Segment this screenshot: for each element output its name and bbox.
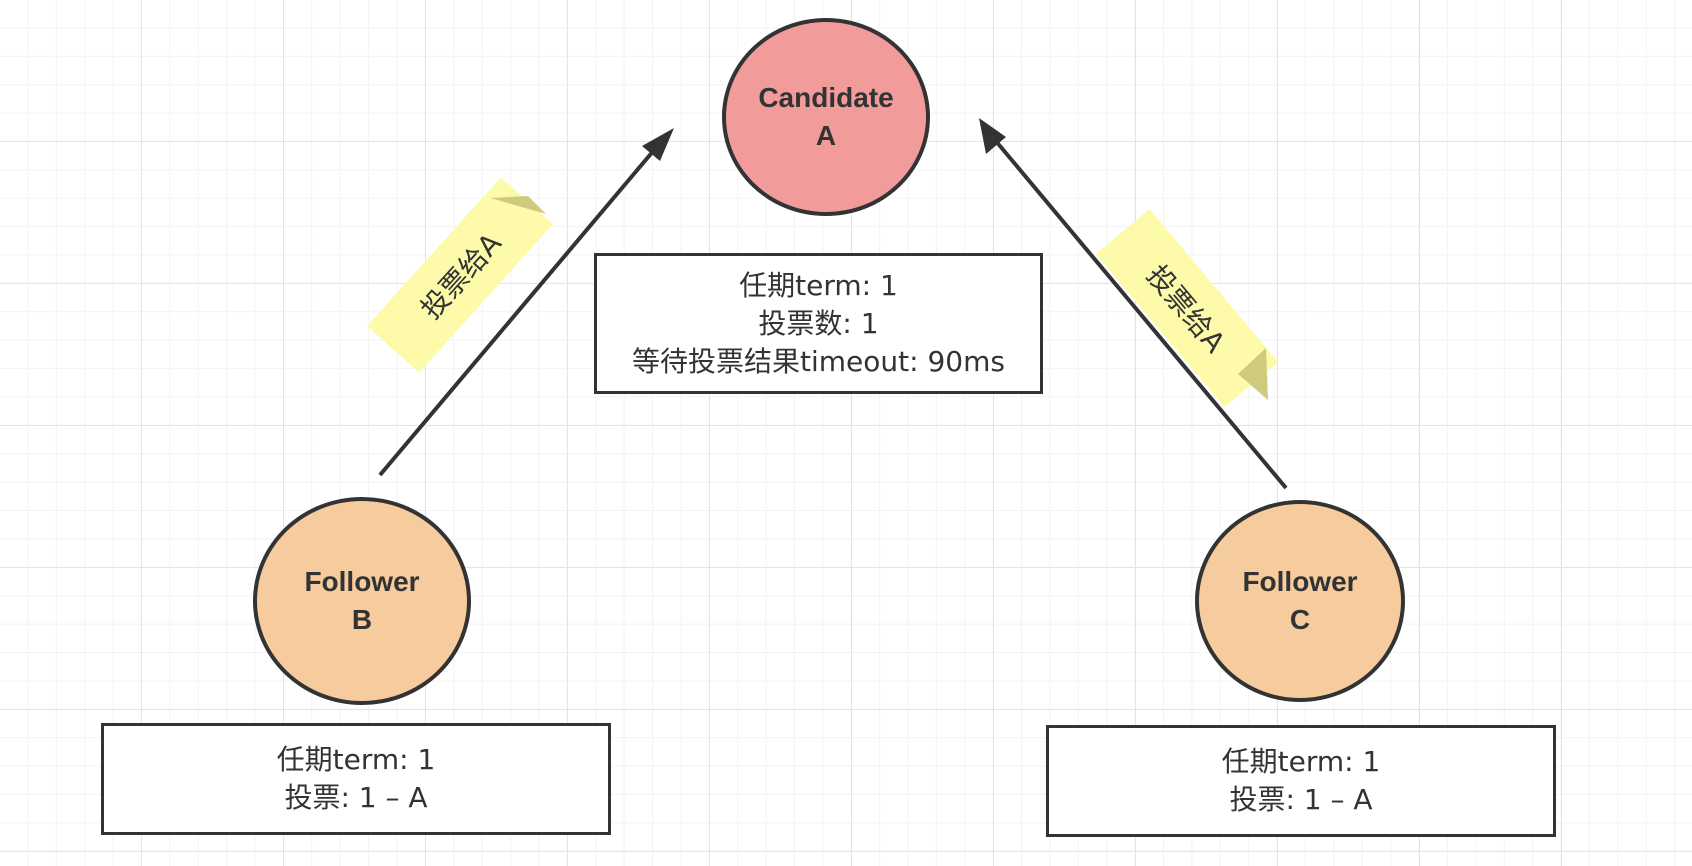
candidate-a-timeout: 等待投票结果timeout: 90ms: [632, 344, 1005, 378]
vote-arrow-b-to-a-head: [642, 128, 674, 161]
follower-b-node[interactable]: Follower B: [253, 497, 471, 705]
follower-c-role: Follower: [1242, 566, 1358, 597]
follower-b-vote: 投票: 1 – A: [284, 781, 428, 814]
follower-c-id: C: [1289, 604, 1311, 635]
candidate-a-role: Candidate: [758, 82, 894, 113]
sticky-note-left-fold: [490, 196, 546, 214]
vote-arrow-c-to-a: [993, 138, 1288, 490]
candidate-a-vote-count: 投票数: 1: [758, 306, 879, 340]
vote-arrow-b-to-a: [378, 141, 662, 477]
sticky-note-right-fold: [1238, 348, 1268, 400]
follower-b-info-box: 任期term: 1 投票: 1 – A: [101, 723, 611, 835]
follower-b-id: B: [351, 604, 373, 635]
follower-c-node[interactable]: Follower C: [1195, 500, 1405, 702]
candidate-a-id: A: [815, 120, 837, 151]
follower-b-role: Follower: [304, 566, 420, 597]
follower-c-info-box: 任期term: 1 投票: 1 – A: [1046, 725, 1556, 837]
candidate-a-info-box: 任期term: 1 投票数: 1 等待投票结果timeout: 90ms: [594, 253, 1043, 394]
follower-b-term: 任期term: 1: [276, 743, 436, 776]
vote-arrow-c-to-a-head: [979, 118, 1006, 154]
candidate-a-term: 任期term: 1: [739, 268, 898, 302]
candidate-a-node[interactable]: Candidate A: [722, 18, 930, 216]
follower-c-term: 任期term: 1: [1221, 745, 1381, 778]
follower-c-vote: 投票: 1 – A: [1229, 783, 1373, 816]
